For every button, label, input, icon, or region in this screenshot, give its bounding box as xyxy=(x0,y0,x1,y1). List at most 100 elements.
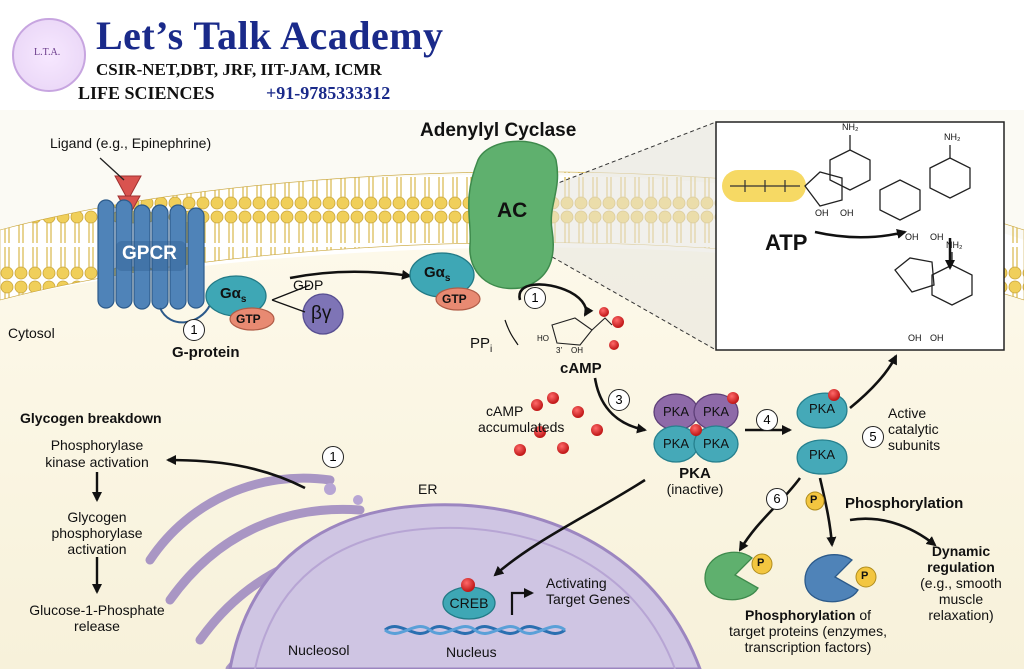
step-1-er: 1 xyxy=(322,446,344,468)
ppi-label: PPi xyxy=(470,335,493,355)
step-3: 3 xyxy=(608,389,630,411)
camp-structure xyxy=(551,317,613,346)
academy-title: Let’s Talk Academy xyxy=(96,13,444,58)
beta-gamma-subunit xyxy=(302,293,344,335)
nucleus-label: Nucleus xyxy=(446,644,497,660)
phosphorylation-label: Phosphorylation xyxy=(845,495,964,512)
gb-step-3a: Glucose-1-Phosphate xyxy=(29,602,165,618)
pka-camp-dot xyxy=(727,392,739,404)
atp-nh2: NH₂ xyxy=(842,122,859,132)
nucleosol-label: Nucleosol xyxy=(288,642,350,658)
ligand-label: Ligand (e.g., Epinephrine) xyxy=(50,135,212,151)
camp-to-pka-arrow xyxy=(593,377,647,434)
active-pka-top-label: PKA xyxy=(808,401,835,416)
gtp-at-ac xyxy=(435,287,481,311)
active-label-1: Active xyxy=(888,405,927,421)
phos-arrow-mid xyxy=(818,477,837,547)
glycogen-title: Glycogen breakdown xyxy=(20,410,162,426)
active-pka-bottom-label: PKA xyxy=(808,447,835,462)
dynamic-label-3: (e.g., smooth xyxy=(920,575,1002,591)
phos-target-label-3: transcription factors) xyxy=(744,639,872,655)
atp-to-camp-arrow xyxy=(518,283,594,317)
logo-text: L.T.A. xyxy=(34,47,61,58)
pka-catalytic xyxy=(693,425,739,463)
gb-step-1b: kinase activation xyxy=(45,454,149,470)
phos-target-label-1: Phosphorylation of xyxy=(744,607,872,623)
atp-arrow-right xyxy=(814,229,907,239)
gpcr-label-box xyxy=(116,241,186,271)
pka-camp-dot xyxy=(690,424,702,436)
dynamic-label-5: relaxation) xyxy=(928,607,994,623)
atp-panel xyxy=(715,121,1005,351)
zoom-line xyxy=(539,121,717,191)
galpha-to-ac-arrow xyxy=(289,269,412,280)
gtp-label: GTP xyxy=(236,312,261,326)
active-pka-top xyxy=(796,392,848,429)
phospho-badge xyxy=(855,566,877,588)
academy-phone: +91-9785333312 xyxy=(266,83,391,103)
dynamic-label-1: Dynamic xyxy=(931,543,991,559)
academy-logo: L.T.A. xyxy=(12,18,86,92)
gb-step-1a: Phosphorylase xyxy=(50,437,144,453)
active-pka-dot xyxy=(828,389,840,401)
beta-gamma-label: βγ xyxy=(311,303,332,324)
pka-c2-label: PKA xyxy=(702,436,729,451)
camp-red-dot xyxy=(609,340,619,350)
phospho-p-1: P xyxy=(810,494,818,506)
active-to-atp-arrow xyxy=(849,354,898,410)
camp-3prime: 3’ xyxy=(556,346,563,355)
creb-phospho xyxy=(461,578,475,592)
camp-dots xyxy=(514,392,603,456)
camp-oh: OH xyxy=(571,346,583,355)
gdp-label: GDP xyxy=(293,277,324,293)
gtp-tag xyxy=(229,307,275,331)
ppi-release xyxy=(504,319,519,346)
camp-red-dot xyxy=(612,316,624,328)
pka-title: PKA xyxy=(679,465,711,482)
pka-to-creb-arrow xyxy=(493,478,646,577)
adenylyl-cyclase xyxy=(468,140,559,290)
gpcr-label: GPCR xyxy=(122,243,177,264)
activating-label-2: Target Genes xyxy=(546,591,631,607)
step-6: 6 xyxy=(766,488,788,510)
academy-life-sciences: LIFE SCIENCES xyxy=(78,83,215,103)
galpha-at-ac-label: Gαs xyxy=(424,264,451,284)
atp-label: ATP xyxy=(765,230,808,255)
gtp-at-ac-label: GTP xyxy=(442,292,467,306)
step-1-ac: 1 xyxy=(524,287,546,309)
ligand-triangle xyxy=(114,175,142,202)
g-protein-label: G-protein xyxy=(172,344,240,361)
atp-oh-5: OH xyxy=(908,333,922,343)
active-label-3: subunits xyxy=(888,437,941,453)
zoom-cone xyxy=(540,122,716,350)
phospho-p-3: P xyxy=(861,570,869,582)
atp-nh2-3: NH₂ xyxy=(946,240,963,250)
zoom-line xyxy=(539,249,717,351)
camp-accum-label-1: cAMP xyxy=(486,403,524,419)
pka-inactive: (inactive) xyxy=(666,481,724,497)
active-pka-bottom xyxy=(796,439,848,475)
gb-step-2b: phosphorylase xyxy=(51,525,143,541)
ligand-arrow xyxy=(99,157,125,181)
nuclear-envelope-inner xyxy=(254,526,676,669)
atp-oh-2: OH xyxy=(840,208,854,218)
pka-r2-label: PKA xyxy=(702,404,729,419)
gdp-release-arrow xyxy=(271,284,311,313)
creb-label: CREB xyxy=(449,595,489,611)
atp-oh: OH xyxy=(815,208,829,218)
atp-oh-3: OH xyxy=(905,232,919,242)
active-label-2: catalytic xyxy=(888,421,939,437)
phos-target-label-2: target proteins (enzymes, xyxy=(729,623,887,639)
adenylyl-cyclase-label: Adenylyl Cyclase xyxy=(420,120,577,141)
galpha-label: Gαs xyxy=(220,285,247,305)
phospho-badge xyxy=(805,491,825,511)
er-label: ER xyxy=(418,481,438,497)
phospho-p-2: P xyxy=(757,557,765,569)
camp-label: cAMP xyxy=(560,360,602,377)
pka-c1-label: PKA xyxy=(662,436,689,451)
atp-nh2-2: NH₂ xyxy=(944,132,961,142)
phos-arrow-left xyxy=(738,477,802,552)
cytosol-label: Cytosol xyxy=(8,325,55,341)
camp-accum-label-2: accumulateds xyxy=(478,419,565,435)
